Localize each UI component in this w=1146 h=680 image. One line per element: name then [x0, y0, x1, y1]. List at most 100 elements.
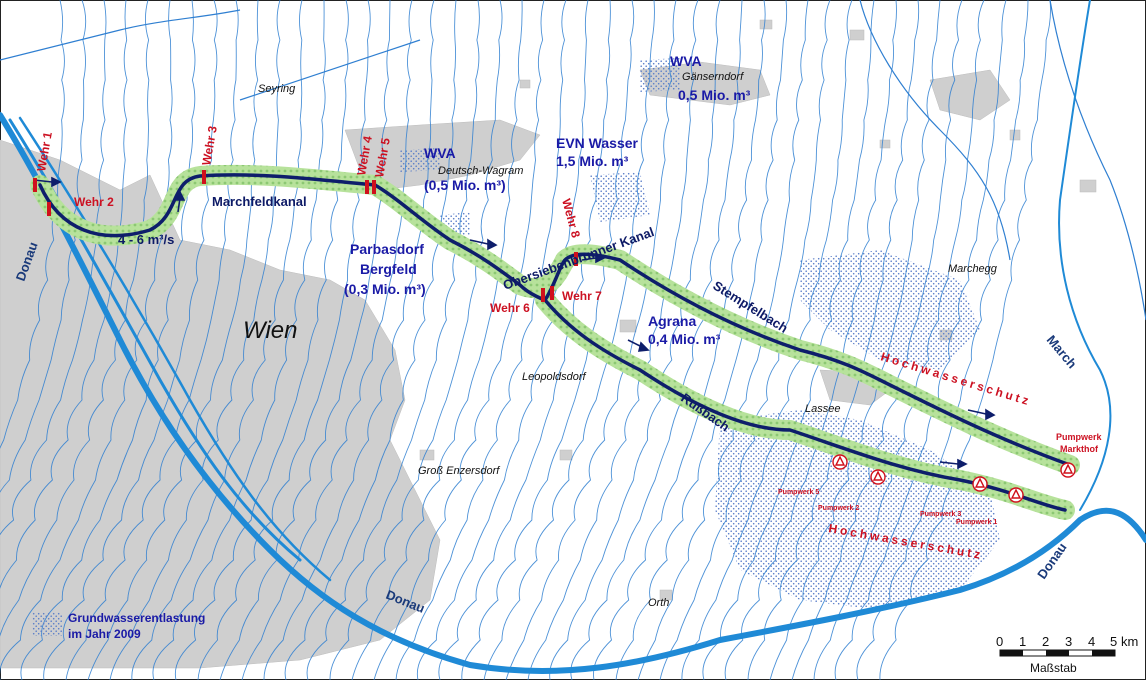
contour-line: [438, 0, 611, 680]
relief-zone-evn: [590, 172, 650, 222]
contour-line: [284, 0, 457, 680]
scale-bar-segment: [1046, 650, 1069, 656]
contour-line: [65, 0, 239, 680]
scale-bar: 0 1 2 3 4 5 km Maßstab: [996, 634, 1138, 675]
weir-marker-6: [541, 288, 545, 302]
weir-label-3: Wehr 3: [199, 125, 220, 167]
contour-line: [813, 0, 985, 680]
wva-gaenserndorf-amount: 0,5 Mio. m³: [678, 87, 751, 103]
weir-marker-3: [202, 170, 206, 184]
pump-icon: [1010, 488, 1022, 499]
settlement-patch: [419, 449, 435, 461]
stream: [1049, 0, 1146, 321]
contour-line: [43, 0, 218, 680]
weir-marker-7: [550, 286, 554, 300]
contour-line: [747, 0, 920, 680]
contour-line: [549, 0, 721, 680]
scale-tick-2: 2: [1042, 634, 1049, 649]
contour-line: [329, 0, 503, 680]
contour-line: [724, 0, 897, 680]
contour-line: [769, 0, 941, 680]
settlement-patch: [1079, 179, 1097, 193]
donau-main-channel: [0, 112, 1146, 674]
settlement-patch: [879, 139, 891, 149]
settlement-patch: [659, 589, 673, 601]
scale-bar-segment: [1000, 650, 1023, 656]
russbach-line: [543, 298, 1067, 512]
weir-marker-5: [372, 180, 376, 194]
contour-line: [615, 0, 788, 680]
pump-5-label: Pumpwerk 5: [778, 489, 819, 496]
pump-2-label: Pumpwerk 2: [818, 505, 859, 512]
arrow-head: [637, 341, 650, 352]
arrow-head: [957, 458, 968, 470]
relief-zone-east: [800, 250, 980, 370]
parbasdorf-line2: Bergfeld: [360, 261, 417, 277]
pump-icon: [974, 477, 986, 488]
streams: [0, 0, 1146, 321]
relief-zone-south: [715, 410, 1000, 610]
pump-icon: [1062, 463, 1074, 474]
contour-line: [791, 0, 963, 680]
weir-markers: [33, 170, 578, 302]
town-lassee: Lassee: [805, 403, 840, 415]
arrow-head: [985, 408, 996, 421]
legend-line1: Grundwasserentlastung: [68, 611, 205, 625]
settlement-patch: [1009, 129, 1021, 141]
contour-line: [109, 0, 281, 680]
canal-flow-label: 4 - 6 m³/s: [118, 232, 174, 247]
legend-hatch-swatch: [32, 612, 62, 636]
contour-line: [20, 0, 196, 680]
contour-line: [351, 0, 523, 680]
stempfelbach-line: [543, 252, 1072, 467]
groundwater-relief-zones: [400, 58, 1000, 610]
contour-line: [0, 0, 87, 493]
legend: Grundwasserentlastung im Jahr 2009: [32, 611, 205, 641]
canals: [38, 173, 1072, 512]
contour-line: [131, 0, 303, 680]
contour-line: [527, 0, 699, 680]
contour-line: [152, 0, 326, 680]
weir-label-6: Wehr 6: [490, 301, 530, 315]
contour-line: [570, 0, 743, 680]
scale-tick-4: 4: [1088, 634, 1095, 649]
vienna-area: [0, 139, 441, 669]
pump-1-label: Pumpwerk 1: [956, 519, 997, 526]
contour-line: [879, 0, 1051, 680]
canal-marchfeldkanal-label: Marchfeldkanal: [212, 194, 307, 209]
contour-line: [483, 0, 655, 680]
contour-line: [593, 0, 766, 680]
settlement-patch: [519, 79, 531, 89]
contour-line: [0, 0, 65, 449]
town-marchegg: Marchegg: [948, 263, 998, 275]
arrow-head: [51, 176, 62, 188]
scale-tick-3: 3: [1065, 634, 1072, 649]
contour-line: [834, 0, 1007, 680]
city-label: Wien: [243, 317, 297, 344]
arrow-head: [487, 238, 498, 251]
weir-marker-8: [574, 252, 578, 266]
settlement-patch: [619, 319, 637, 333]
scale-tick-1: 1: [1019, 634, 1026, 649]
wva-wagram-amount: (0,5 Mio. m³): [424, 177, 506, 193]
weir-label-5: Wehr 5: [372, 137, 393, 179]
flow-arrow: [581, 257, 597, 261]
contour-line: [219, 0, 391, 680]
scale-tick-0: 0: [996, 634, 1003, 649]
weir-marker-4: [365, 180, 369, 194]
agrana-name: Agrana: [648, 313, 696, 329]
stream: [859, 0, 1011, 261]
scale-tick-5: 5: [1110, 634, 1117, 649]
contour-line: [174, 0, 349, 680]
contour-line: [241, 0, 413, 680]
contour-line: [505, 0, 677, 680]
weir-label-1: Wehr 1: [34, 131, 55, 173]
march-river: [1058, 0, 1112, 511]
parbasdorf-line1: Parbasdorf: [350, 241, 424, 257]
scale-bar-segment: [1092, 650, 1115, 656]
contour-line: [702, 0, 875, 680]
flow-arrow: [469, 239, 489, 245]
town-leopoldsdorf: Leopoldsdorf: [522, 371, 587, 383]
weir-label-2: Wehr 2: [74, 195, 114, 209]
